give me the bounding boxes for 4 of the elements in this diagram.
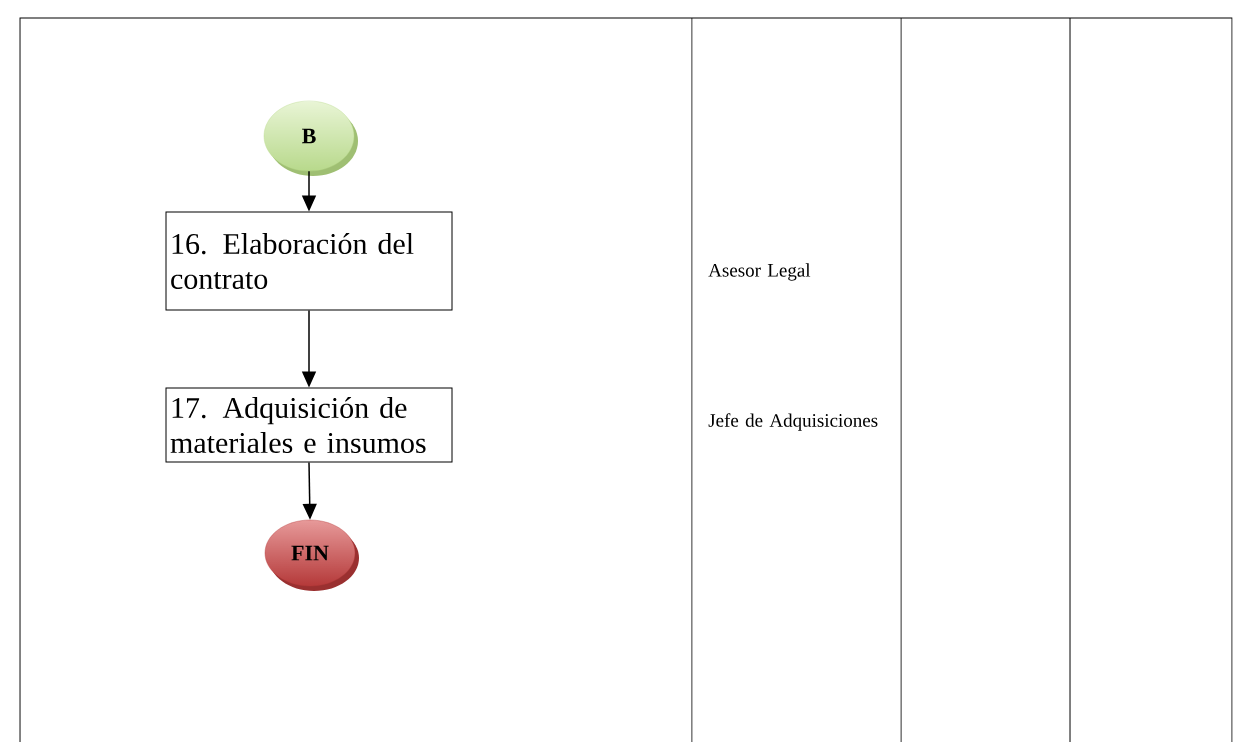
cell-text: Jefe de Adquisiciones [708,413,878,431]
process-box: 16. Elaboración del contrato [165,211,453,311]
process-box: 17. Adquisición de materiales e insumos [165,387,453,463]
cell-text: Asesor Legal [708,263,811,281]
